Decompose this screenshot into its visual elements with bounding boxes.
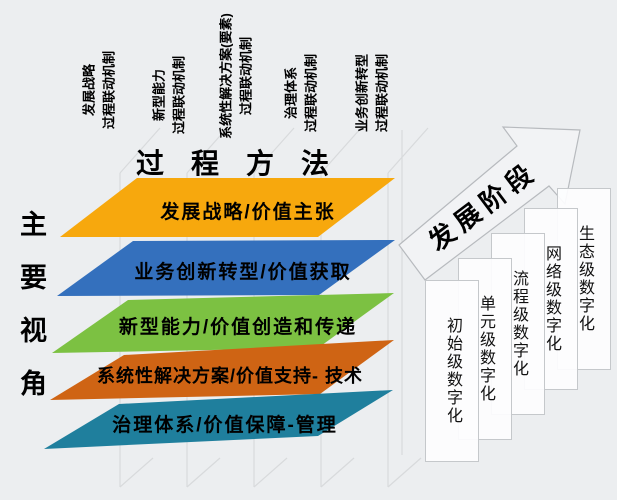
stage-bar-label: 初始级数字化 (444, 317, 461, 425)
band-capability-label: 新型能力/价值创造和传递 (118, 317, 358, 338)
band-strategy-label: 发展战略/价值主张 (160, 202, 336, 223)
band-strategy-shape (60, 178, 395, 237)
stage-bar-label: 流程级数字化 (510, 270, 527, 378)
top-label-capability: 新型能力 过程联动机制 (150, 56, 189, 134)
top-label-solution: 系统性解决方案(要素) 过程联动机制 (217, 13, 256, 139)
stage-bar-initial: 初始级数字化 (425, 280, 479, 462)
top-label-line1: 治理体系 (283, 66, 299, 120)
top-label-line2: 过程联动机制 (101, 50, 116, 130)
development-stage-arrow (398, 126, 581, 281)
left-axis-title: 主要视角 (16, 210, 46, 422)
top-label-business: 业务创新转型 过程联动机制 (353, 54, 392, 132)
stage-bar-label: 单元级数字化 (477, 295, 494, 403)
stage-bar-label: 生态级数字化 (576, 225, 593, 333)
band-capability-shape (52, 293, 394, 353)
top-label-governance: 治理体系 过程联动机制 (282, 54, 321, 132)
band-governance-label: 治理体系/价值保障-管理 (112, 415, 338, 436)
band-business-shape (57, 240, 395, 296)
band-governance-shape (44, 390, 393, 449)
top-label-line2: 过程联动机制 (374, 53, 389, 133)
top-label-line1: 业务创新转型 (354, 53, 370, 133)
top-label-line1: 系统性解决方案(要素) (218, 13, 234, 139)
top-label-line1: 新型能力 (151, 68, 167, 122)
band-business-label: 业务创新转型/价值获取 (134, 262, 352, 283)
top-label-line1: 发展战略 (81, 63, 97, 117)
top-axis-title: 过程方法 (136, 148, 357, 179)
top-label-strategy: 发展战略 过程联动机制 (80, 51, 119, 129)
stage-bar-label: 网络级数字化 (543, 245, 560, 353)
top-label-line2: 过程联动机制 (238, 36, 253, 116)
band-solution-shape (50, 340, 394, 400)
top-label-line2: 过程联动机制 (303, 53, 318, 133)
top-label-line2: 过程联动机制 (171, 55, 186, 135)
band-solution-label: 系统性解决方案/价值支持- 技术 (97, 366, 363, 386)
